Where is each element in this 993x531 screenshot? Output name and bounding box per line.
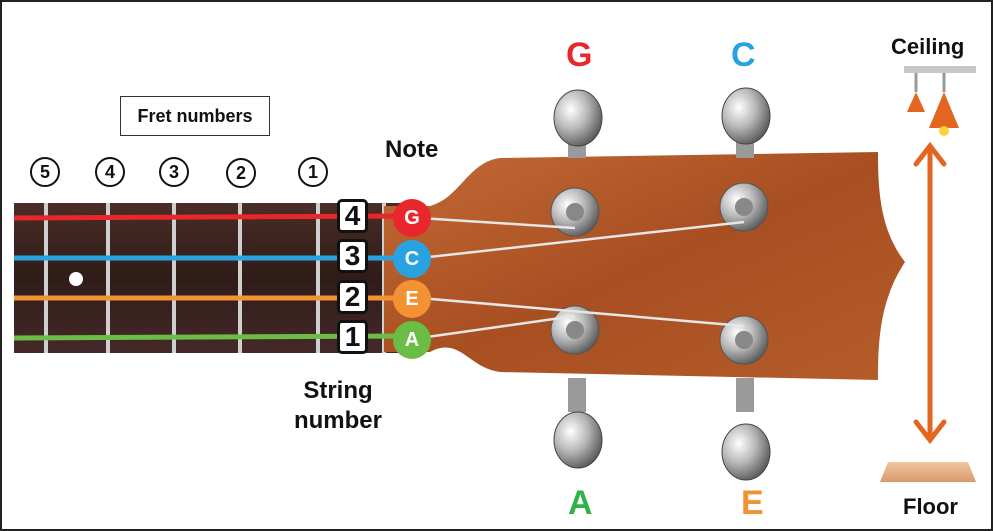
tuner-note-top-left: G <box>566 36 593 74</box>
string-number-3: 3 <box>337 239 368 273</box>
fret-number-4: 4 <box>95 157 125 187</box>
fret-number-3: 3 <box>159 157 189 187</box>
string-g-head <box>419 216 576 230</box>
note-dot-e: E <box>393 280 431 318</box>
ceiling-lamp-icon <box>904 66 976 136</box>
fret-number-5: 5 <box>30 157 60 187</box>
note-dot-g: G <box>393 199 431 237</box>
headstock-strings <box>419 216 745 340</box>
tuner-peg-top-right <box>721 87 771 158</box>
string-c-head <box>419 220 745 260</box>
ceiling-label: Ceiling <box>891 34 965 59</box>
tuner-peg-top-left <box>553 89 603 158</box>
tuner-peg-bottom-left <box>553 378 603 469</box>
tuning-post-e <box>719 315 769 365</box>
headstock <box>384 152 905 380</box>
floor-label: Floor <box>903 494 958 519</box>
floor-icon <box>880 462 976 482</box>
string-line-g <box>13 213 401 221</box>
tuner-note-bottom-left: A <box>568 484 593 522</box>
string-number-1: 1 <box>337 320 368 354</box>
tuning-post-c <box>719 182 769 232</box>
fret-number-1: 1 <box>298 157 328 187</box>
string-e-head <box>419 296 745 328</box>
tuning-post-g <box>550 187 600 237</box>
string-number-4: 4 <box>337 199 368 233</box>
tuner-note-top-right: C <box>731 36 756 74</box>
fret-number-2: 2 <box>226 158 256 188</box>
note-dot-c: C <box>393 240 431 278</box>
tuner-note-bottom-right: E <box>741 484 764 522</box>
fret-numbers-label: Fret numbers <box>120 96 270 136</box>
note-heading: Note <box>385 136 439 163</box>
string-number-label: String number <box>293 377 382 434</box>
note-dot-a: A <box>393 321 431 359</box>
string-line-a <box>13 333 401 341</box>
height-arrow <box>913 141 947 445</box>
fret-marker-dot <box>69 272 83 286</box>
string-a-head <box>419 314 576 340</box>
string-number-2: 2 <box>337 280 368 314</box>
tuner-peg-bottom-right <box>721 378 771 481</box>
